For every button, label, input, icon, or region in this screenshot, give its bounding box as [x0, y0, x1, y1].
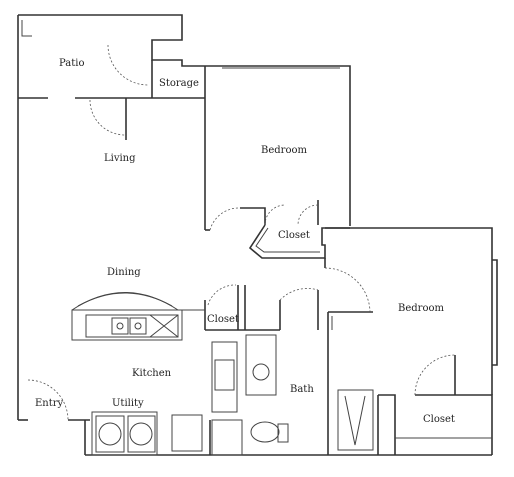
label-dining: Dining — [107, 267, 141, 278]
label-closet-1: Closet — [278, 230, 310, 241]
label-entry: Entry — [35, 398, 64, 409]
label-patio: Patio — [59, 58, 84, 69]
label-bedroom-1: Bedroom — [261, 145, 307, 156]
label-living: Living — [104, 153, 136, 164]
label-bath: Bath — [290, 384, 314, 395]
label-utility: Utility — [112, 398, 144, 409]
room-labels: Patio Storage Living Bedroom Closet Bedr… — [35, 58, 455, 425]
door-swings — [27, 44, 456, 421]
exterior-walls — [17, 14, 498, 456]
label-bedroom-2: Bedroom — [398, 303, 444, 314]
kitchen-fixtures — [71, 292, 374, 456]
label-closet-2: Closet — [207, 314, 239, 325]
label-closet-3: Closet — [423, 414, 455, 425]
label-kitchen: Kitchen — [132, 368, 172, 379]
label-storage: Storage — [159, 78, 199, 89]
